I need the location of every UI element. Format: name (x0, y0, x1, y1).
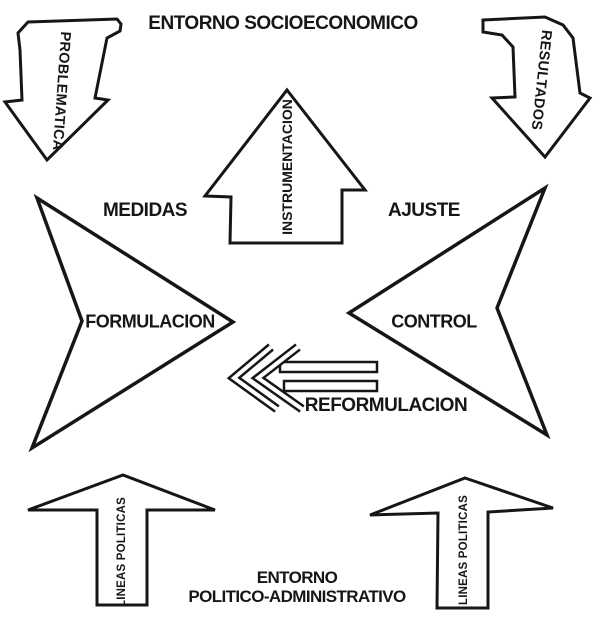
label-reformulacion: REFORMULACION (304, 395, 468, 416)
label-formulacion: FORMULACION (85, 311, 215, 332)
title-entorno-politico-administrativo: ENTORNO POLITICO-ADMINISTRATIVO (188, 568, 406, 606)
instrumentacion-up-arrow-icon (202, 87, 369, 245)
label-lineas-politicas-right: LINEAS POLITICAS (458, 495, 470, 605)
control-left-chevron-icon (345, 183, 551, 440)
resultados-down-arrow-icon (481, 15, 593, 160)
title-bottom-line1: ENTORNO (256, 568, 338, 587)
lineas-politicas-right-up-arrow-icon (369, 476, 554, 610)
label-lineas-politicas-left: LINEAS POLITICAS (116, 497, 128, 607)
formulacion-right-chevron-icon (28, 193, 237, 453)
title-entorno-socioeconomico: ENTORNO SOCIOECONOMICO (148, 13, 418, 34)
reformulacion-left-striped-arrow-icon (226, 343, 379, 413)
title-bottom-line2: POLITICO-ADMINISTRATIVO (188, 587, 406, 606)
label-ajuste: AJUSTE (388, 200, 460, 221)
lineas-politicas-left-up-arrow-icon (27, 473, 216, 607)
problematica-down-arrow-icon (2, 17, 123, 163)
label-control: CONTROL (391, 311, 477, 332)
label-instrumentacion: INSTRUMENTACION (279, 99, 295, 235)
label-medidas: MEDIDAS (102, 200, 188, 221)
